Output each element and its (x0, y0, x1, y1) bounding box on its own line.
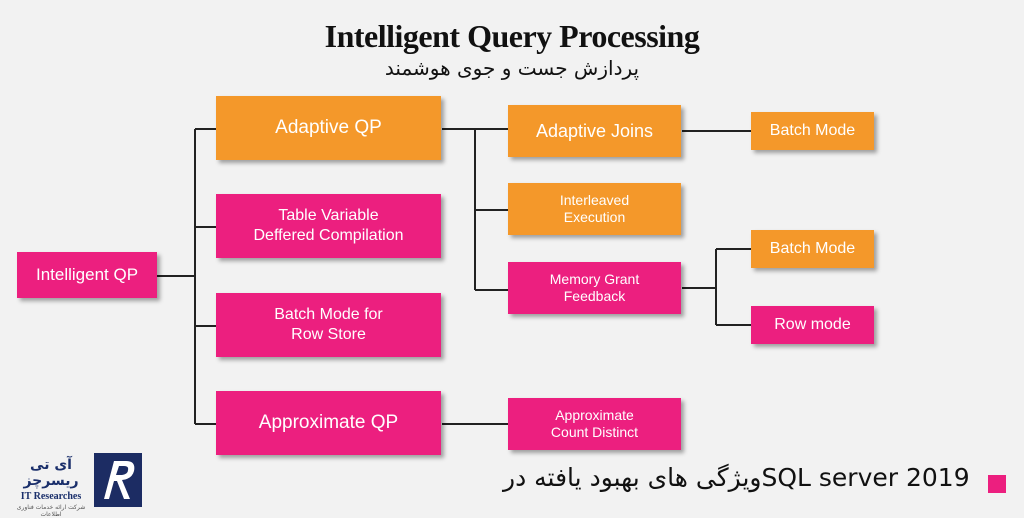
diagram-subtitle: پردازش جست و جوی هوشمند (384, 56, 640, 80)
node-approximate-count-distinct: Approximate Count Distinct (508, 398, 681, 450)
logo-tagline: شرکت ارائه خدمات فناوری اطلاعات (16, 504, 86, 518)
node-intelligent-qp: Intelligent QP (17, 252, 157, 298)
logo-english-name: IT Researches (20, 491, 82, 502)
node-batch-mode-for-row-store: Batch Mode for Row Store (216, 293, 441, 357)
footer-bullet-square (988, 475, 1006, 493)
it-researches-logo: آی تی ریسرچز IT Researches شرکت ارائه خد… (10, 453, 142, 518)
node-adaptive-qp: Adaptive QP (216, 96, 441, 160)
node-adaptive-joins: Adaptive Joins (508, 105, 681, 157)
node-approximate-qp: Approximate QP (216, 391, 441, 455)
node-row-mode: Row mode (751, 306, 874, 344)
node-interleaved-execution: Interleaved Execution (508, 183, 681, 235)
node-table-variable-deffered-compilation: Table Variable Deffered Compilation (216, 194, 441, 258)
footer-text: ویژگی های بهبود یافته درSQL server 2019 (503, 463, 970, 492)
node-memory-grant-feedback: Memory Grant Feedback (508, 262, 681, 314)
diagram-title: Intelligent Query Processing (324, 18, 700, 54)
logo-r-mark-icon (94, 453, 142, 507)
node-batch-mode-adaptive-joins: Batch Mode (751, 112, 874, 150)
logo-persian-name: آی تی ریسرچز (23, 457, 79, 489)
node-batch-mode-memory-grant: Batch Mode (751, 230, 874, 268)
footer-caption: ویژگی های بهبود یافته درSQL server 2019 (503, 463, 1023, 503)
